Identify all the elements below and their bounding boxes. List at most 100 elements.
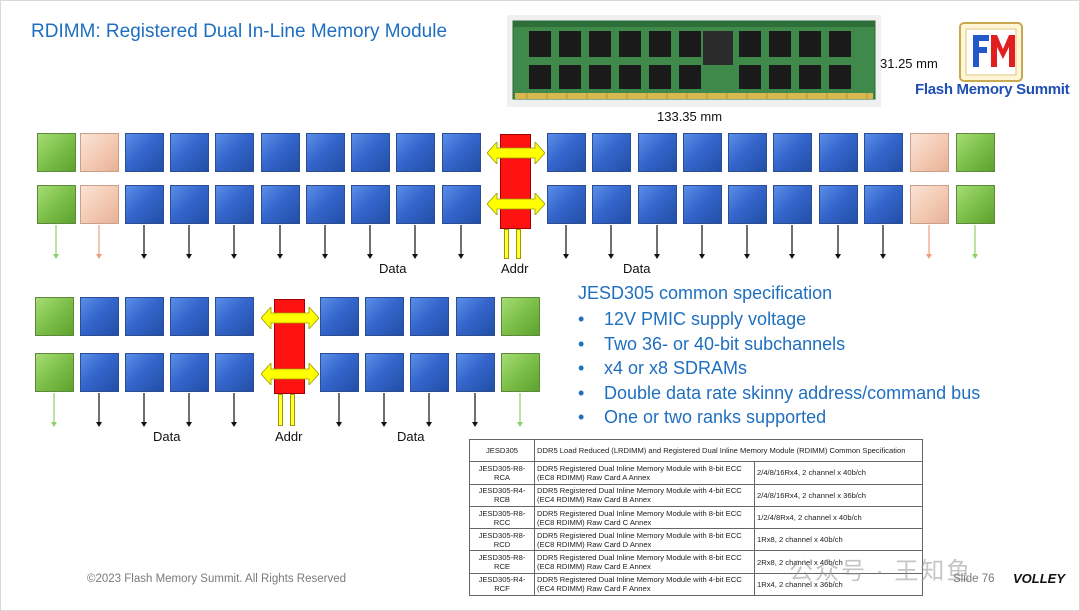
ecc-chip: [37, 133, 76, 172]
address-pin: [278, 394, 283, 426]
dram-chip: [683, 185, 722, 224]
dram-chip: [261, 185, 300, 224]
data-arrow: [231, 225, 237, 259]
dram-chip: [442, 133, 481, 172]
copyright-text: ©2023 Flash Memory Summit. All Rights Re…: [87, 573, 347, 585]
dram-chip: [819, 185, 858, 224]
dram-chip: [215, 185, 254, 224]
spec-bullet: •12V PMIC supply voltage: [578, 309, 807, 329]
data-arrow: [231, 393, 237, 427]
dram-chip: [396, 133, 435, 172]
dimm-width-label: 133.35 mm: [657, 109, 723, 124]
data-arrow: [96, 225, 102, 259]
dram-chip: [351, 185, 390, 224]
data-arrow: [699, 225, 705, 259]
spec-heading: JESD305 common specification: [578, 283, 833, 303]
data-arrow: [744, 225, 750, 259]
dram-chip: [456, 353, 495, 392]
dimm-module-image: [507, 15, 881, 107]
spec-bullet: •x4 or x8 SDRAMs: [578, 358, 748, 378]
data-arrow: [51, 393, 57, 427]
dram-chip: [442, 185, 481, 224]
dram-chip: [215, 133, 254, 172]
dram-chip: [320, 353, 359, 392]
data-arrow: [926, 225, 932, 259]
data-arrow: [367, 225, 373, 259]
data-arrow: [336, 393, 342, 427]
slide-title: RDIMM: Registered Dual In-Line Memory Mo…: [31, 21, 448, 42]
dram-chip: [683, 133, 722, 172]
ecc-chip: [35, 297, 74, 336]
data-arrow: [96, 393, 102, 427]
dram-chip: [773, 133, 812, 172]
data-arrow: [53, 225, 59, 259]
spec-bullet: •Two 36- or 40-bit subchannels: [578, 333, 846, 354]
ecc-chip-optional: [910, 133, 949, 172]
data-arrow: [141, 393, 147, 427]
dram-chip: [773, 185, 812, 224]
dram-chip: [638, 185, 677, 224]
dram-chip: [365, 297, 404, 336]
ecc-chip: [956, 185, 995, 224]
dram-chip: [215, 353, 254, 392]
dram-chip: [864, 185, 903, 224]
bidirectional-arrow: [261, 307, 319, 329]
data-arrow: [426, 393, 432, 427]
ecc-chip-optional: [910, 185, 949, 224]
dram-chip: [728, 133, 767, 172]
data-arrow: [654, 225, 660, 259]
ecc-chip: [956, 133, 995, 172]
data-arrow: [141, 225, 147, 259]
ecc-chip: [35, 353, 74, 392]
data-arrow: [381, 393, 387, 427]
bidirectional-arrow: [487, 142, 545, 164]
brand-logo-text: VOLLEY: [1013, 571, 1066, 586]
dram-chip: [125, 185, 164, 224]
dram-chip: [125, 353, 164, 392]
top-left-data-label: Data: [379, 261, 407, 276]
address-pin: [504, 229, 509, 259]
dram-chip: [819, 133, 858, 172]
spec-bullet: •Double data rate skinny address/command…: [578, 382, 981, 403]
data-arrow: [789, 225, 795, 259]
bottom-left-data-label: Data: [153, 429, 181, 444]
ecc-chip: [501, 353, 540, 392]
dram-chip: [547, 133, 586, 172]
fms-logo-icon: [959, 22, 1023, 82]
dram-chip: [396, 185, 435, 224]
dram-chip: [170, 185, 209, 224]
ecc-chip-optional: [80, 133, 119, 172]
dram-chip: [864, 133, 903, 172]
data-arrow: [322, 225, 328, 259]
address-pin: [290, 394, 295, 426]
spec-bullet-list: •12V PMIC supply voltage •Two 36- or 40-…: [578, 307, 980, 430]
ecc-chip: [501, 297, 540, 336]
dimm-height-label: 31.25 mm: [880, 56, 938, 71]
slide-number: Slide 76: [953, 573, 995, 585]
data-arrow: [608, 225, 614, 259]
data-arrow: [186, 225, 192, 259]
dram-chip: [351, 133, 390, 172]
data-arrow: [880, 225, 886, 259]
data-arrow: [412, 225, 418, 259]
dram-chip: [456, 297, 495, 336]
dram-chip: [728, 185, 767, 224]
data-arrow: [835, 225, 841, 259]
ecc-chip-optional: [80, 185, 119, 224]
data-arrow: [458, 225, 464, 259]
dram-chip: [80, 353, 119, 392]
data-arrow: [563, 225, 569, 259]
dram-chip: [410, 297, 449, 336]
top-right-data-label: Data: [623, 261, 651, 276]
dram-chip: [125, 133, 164, 172]
dram-chip: [320, 297, 359, 336]
bottom-right-data-label: Data: [397, 429, 425, 444]
dram-chip: [365, 353, 404, 392]
